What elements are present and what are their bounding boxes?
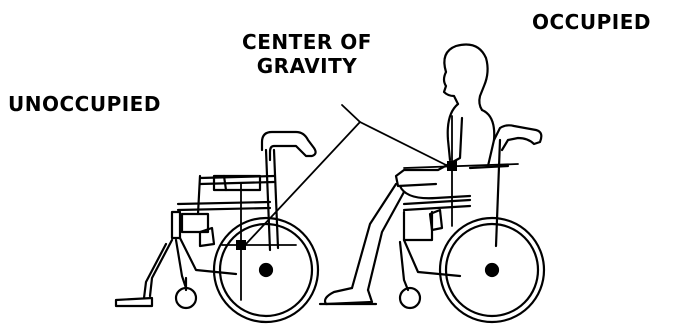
person-shin-back [368,192,404,290]
person-back [482,110,494,166]
back-post-occupied [496,140,500,246]
armrest-front-post [198,176,200,214]
leader-line-stem [342,105,360,122]
seat-side-panel [172,212,180,238]
person-thigh [400,186,470,198]
front-caster-occupied [400,288,420,308]
seat-rail [178,202,270,204]
cog-marker-unoccupied [236,240,246,250]
occupied-wheelchair [320,45,544,323]
person-head [444,45,487,111]
seat-rail-occupied [404,200,470,204]
seat-side-panel-occupied [404,212,432,240]
person-shoe [325,288,372,304]
brake-lever-occupied [430,210,442,230]
brake-lever [200,228,214,246]
person-shin-front [352,184,396,288]
leader-line-occupied [360,122,452,168]
footplate [116,298,152,306]
back-post [266,150,270,250]
cog-marker-occupied [447,161,457,171]
lower-frame-occupied [404,240,460,276]
push-handle-occupied [494,125,541,150]
rear-wheel-hub [260,264,272,276]
unoccupied-wheelchair [116,132,318,322]
push-handle [262,132,316,160]
rear-wheel-hub-occupied [486,264,498,276]
